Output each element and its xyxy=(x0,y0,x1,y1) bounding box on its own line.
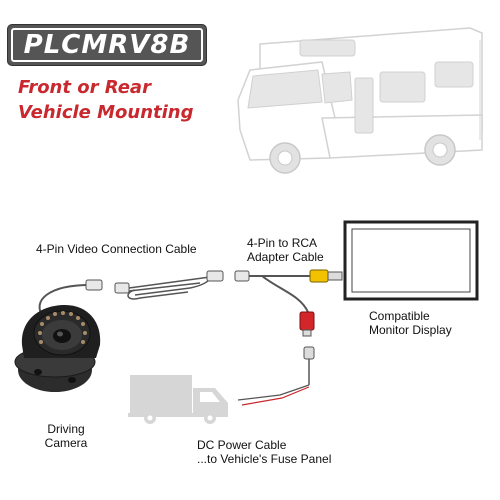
rca-cable-label-line-1: 4-Pin to RCA xyxy=(247,236,318,250)
mounting-line-2: Vehicle Mounting xyxy=(18,102,194,123)
video-cable-label: 4-Pin Video Connection Cable xyxy=(36,242,197,256)
monitor-label-line-1: Compatible xyxy=(369,309,430,323)
mounting-line-1: Front or Rear xyxy=(18,77,151,98)
model-badge-border: PLCMRV8B xyxy=(11,28,203,62)
power-cable-label-line-2: ...to Vehicle's Fuse Panel xyxy=(197,452,332,466)
camera-label-line-1: Driving xyxy=(47,422,85,436)
model-badge: PLCMRV8B xyxy=(8,25,206,65)
monitor-icon xyxy=(343,220,479,301)
model-name: PLCMRV8B xyxy=(23,30,191,60)
monitor-label-line-2: Monitor Display xyxy=(369,323,452,337)
camera-label-line-2: Camera xyxy=(44,436,88,450)
rca-cable-label-line-2: Adapter Cable xyxy=(247,250,324,264)
power-cable-label-line-1: DC Power Cable xyxy=(197,438,287,452)
dome-camera-icon xyxy=(14,305,101,392)
